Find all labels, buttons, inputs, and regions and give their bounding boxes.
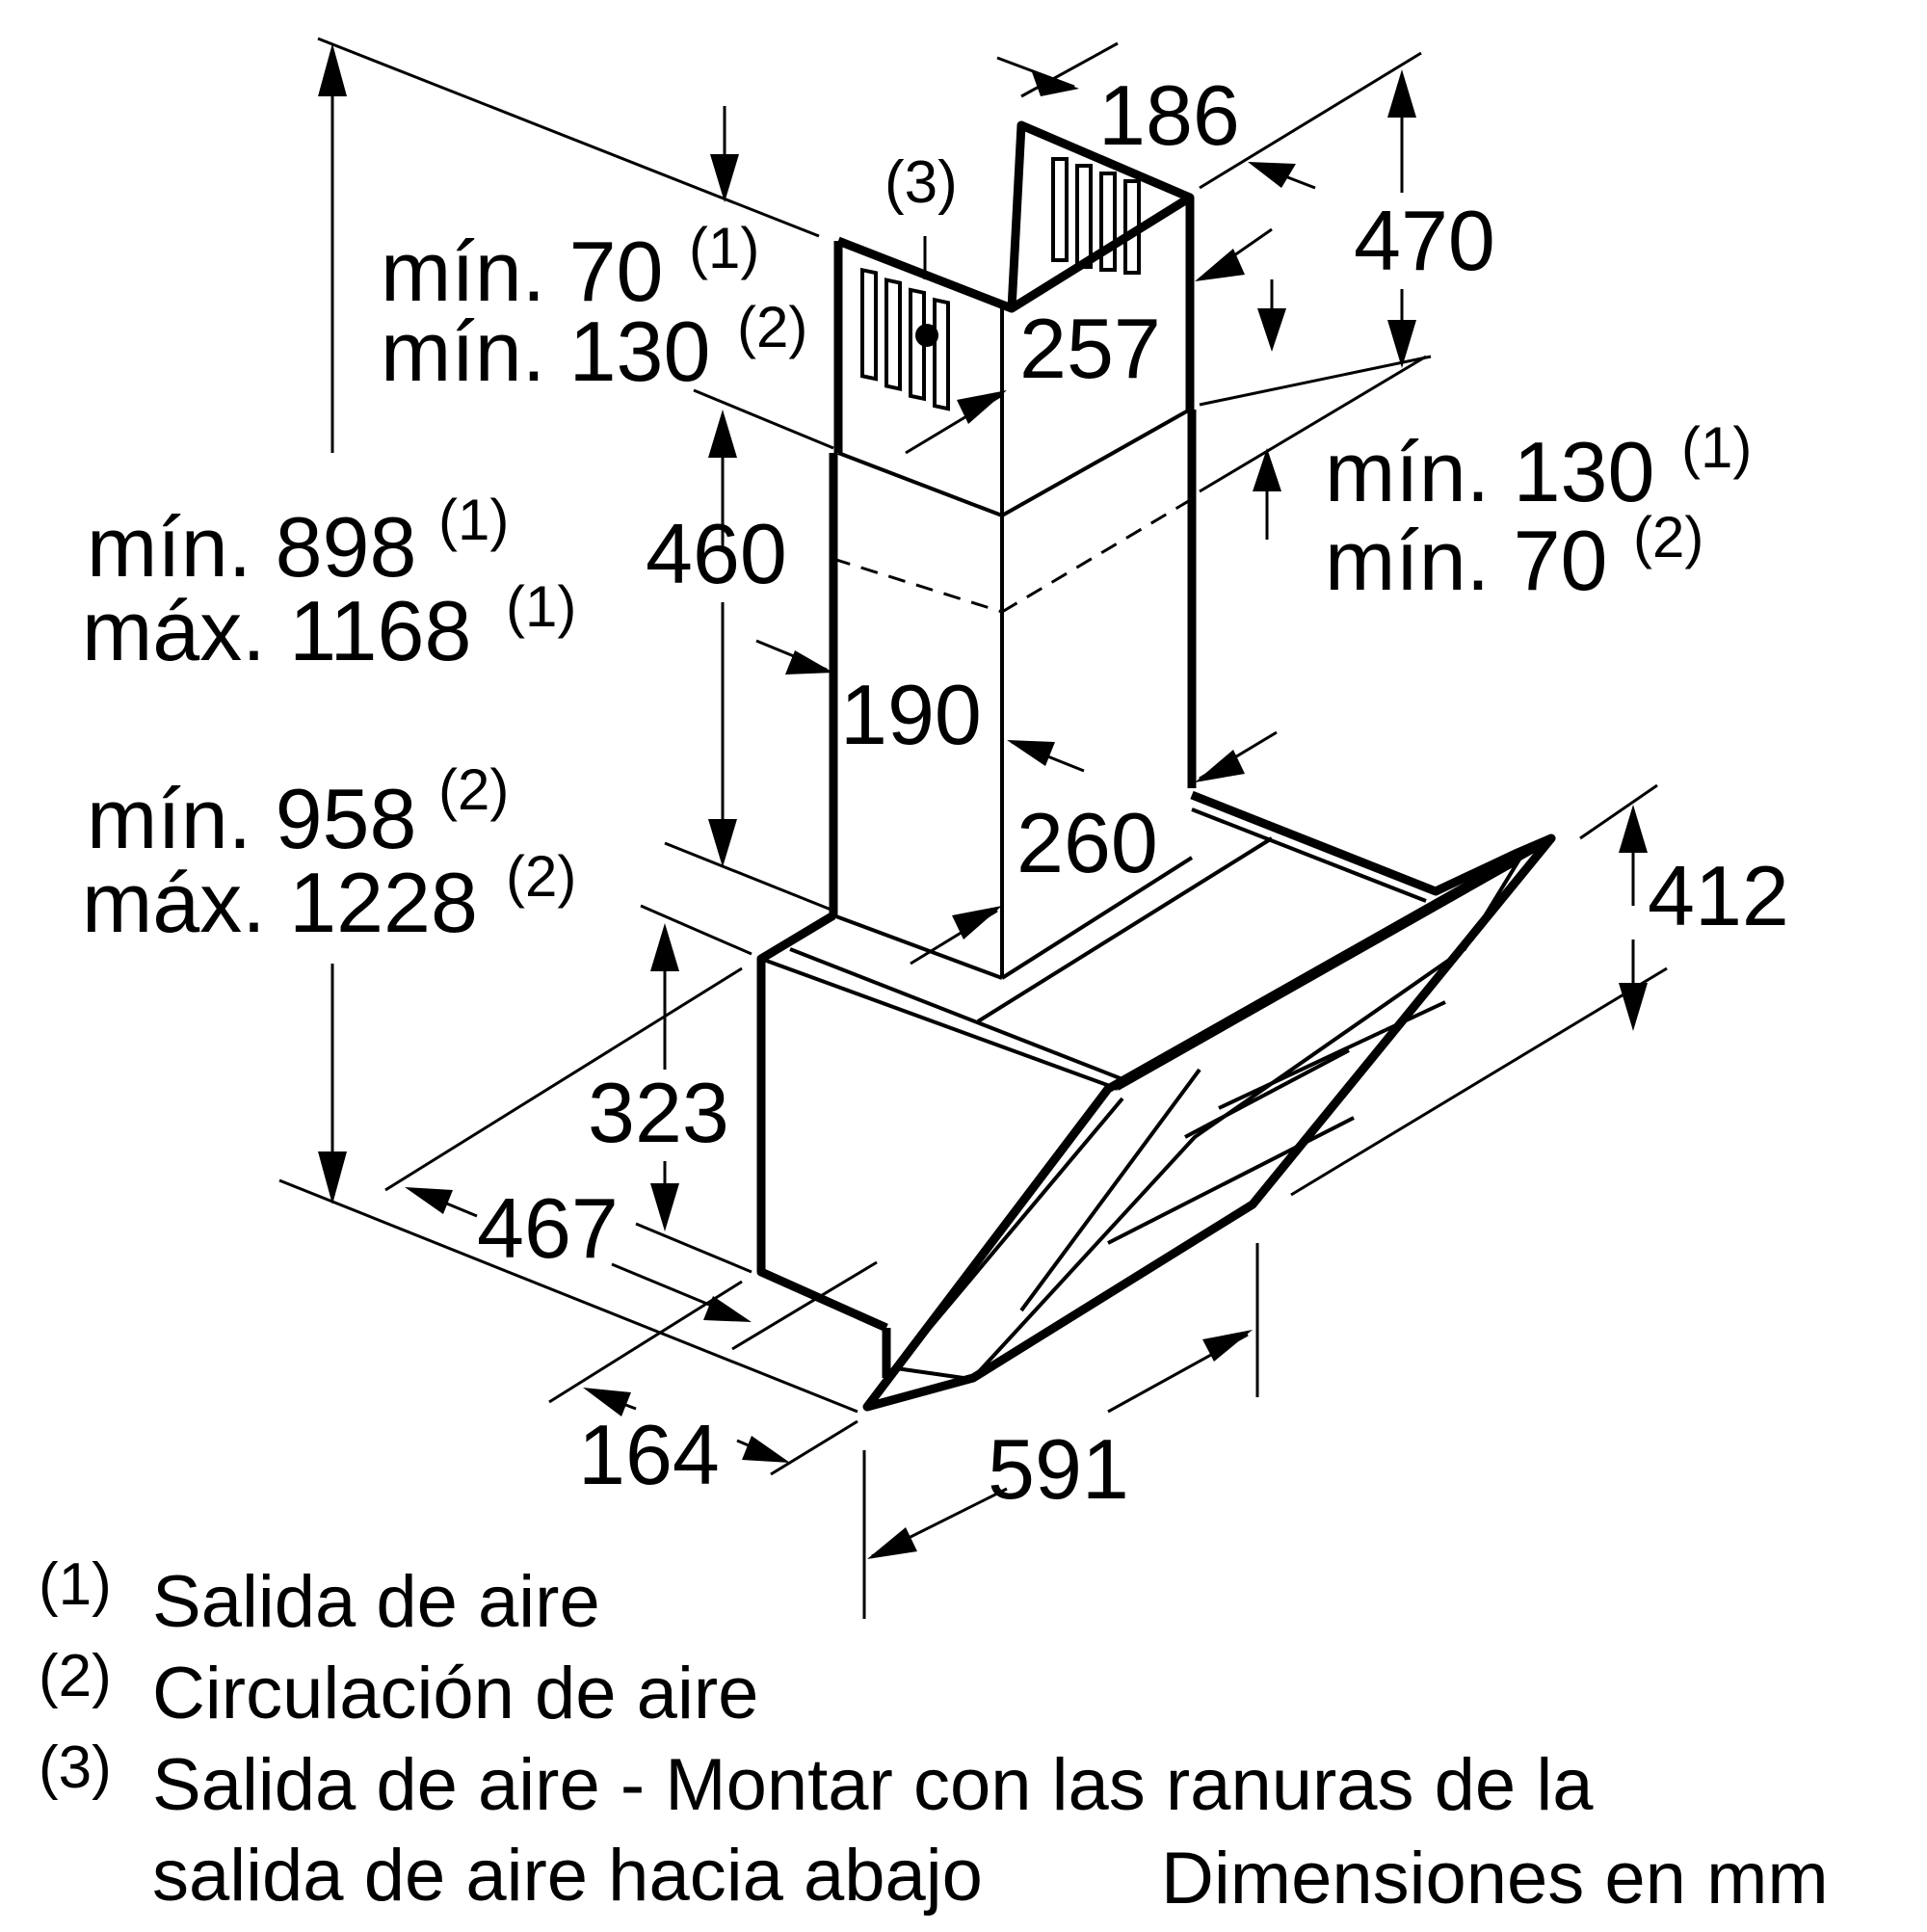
canopy-top-mid	[976, 836, 1274, 1023]
label-470: 470	[1354, 193, 1495, 288]
canopy-back-edge-inner	[1191, 807, 1427, 903]
label-min958: mín. 958	[87, 771, 416, 866]
vent-slots-left	[860, 267, 950, 411]
label-min70-1: mín. 70	[381, 224, 663, 319]
label-190: 190	[840, 667, 982, 762]
legend-marker-2: (2)	[39, 1643, 112, 1709]
label-186: 186	[1098, 67, 1240, 163]
label-max1168: máx. 1168	[82, 583, 471, 678]
lower-chimney-bottom-left	[832, 913, 1003, 980]
legend-text-3: Salida de aire - Montar con las ranuras …	[152, 1744, 1594, 1826]
legend-text-1: Salida de aire	[152, 1561, 600, 1643]
canopy-left-box	[756, 912, 888, 1333]
label-min130-1-right: mín. 130	[1325, 424, 1654, 519]
label-467: 467	[477, 1180, 619, 1276]
upper-chimney-bottom-left	[837, 451, 1003, 517]
lower-chimney-bottom-right	[1000, 856, 1194, 980]
sup-min70-1: (1)	[689, 216, 759, 280]
label-min70-2-right: mín. 70	[1325, 513, 1607, 608]
legend: (1) Salida de aire (2) Circulación de ai…	[39, 1551, 1829, 1919]
label-460: 460	[646, 506, 787, 601]
canopy-top-edge	[760, 957, 1119, 1091]
sup-min70-2-right: (2)	[1633, 505, 1703, 569]
glass-panel-bar-1	[1184, 1048, 1350, 1139]
label-max1228: máx. 1228	[82, 855, 478, 950]
label-164: 164	[578, 1407, 720, 1502]
overlap-dash-left	[832, 557, 1003, 614]
sup-min130-1-right: (1)	[1681, 415, 1752, 480]
vent-slots-right	[1051, 157, 1141, 275]
sup-min958: (2)	[438, 757, 509, 822]
label-323: 323	[588, 1065, 729, 1160]
sup-min130-2: (2)	[737, 295, 807, 359]
glass-panel-diag-1	[1019, 1068, 1201, 1312]
sup-max1228: (2)	[506, 844, 576, 909]
upper-chimney-bottom-right	[1001, 408, 1191, 517]
canopy-top-edge-inner	[789, 947, 1123, 1081]
upper-chimney-back	[1007, 120, 1192, 309]
legend-text-2: Circulación de aire	[152, 1653, 758, 1734]
dimension-lines	[278, 37, 1668, 1619]
legend-text-3b: salida de aire hacia abajo	[152, 1835, 983, 1917]
label-min130-2: mín. 130	[381, 304, 710, 399]
label-260: 260	[1016, 795, 1158, 890]
glass-panel-bar-3	[1218, 1000, 1446, 1110]
dimension-labels: 186 470 257 (3) mín. 70 (1) mín. 130 (2)…	[82, 67, 1789, 1517]
glass-panel-inner	[971, 857, 1523, 1380]
canopy-back-edge	[1190, 790, 1553, 896]
label-591: 591	[988, 1421, 1129, 1517]
sup-min898: (1)	[438, 488, 509, 552]
units-note: Dimensiones en mm	[1161, 1838, 1829, 1919]
label-min898: mín. 898	[87, 499, 416, 595]
vent-marker-dot	[915, 324, 938, 347]
overlap-dash-right	[1001, 497, 1193, 614]
glass-panel-left-edge	[892, 1097, 1124, 1380]
label-257: 257	[1019, 301, 1161, 396]
hood-outline	[756, 120, 1556, 1412]
legend-marker-3: (3)	[39, 1734, 112, 1801]
legend-marker-1: (1)	[39, 1551, 112, 1618]
label-callout-3: (3)	[884, 149, 958, 216]
label-412: 412	[1648, 848, 1789, 943]
glass-panel-bar-2	[1107, 1116, 1355, 1245]
sup-max1168: (1)	[506, 574, 576, 639]
